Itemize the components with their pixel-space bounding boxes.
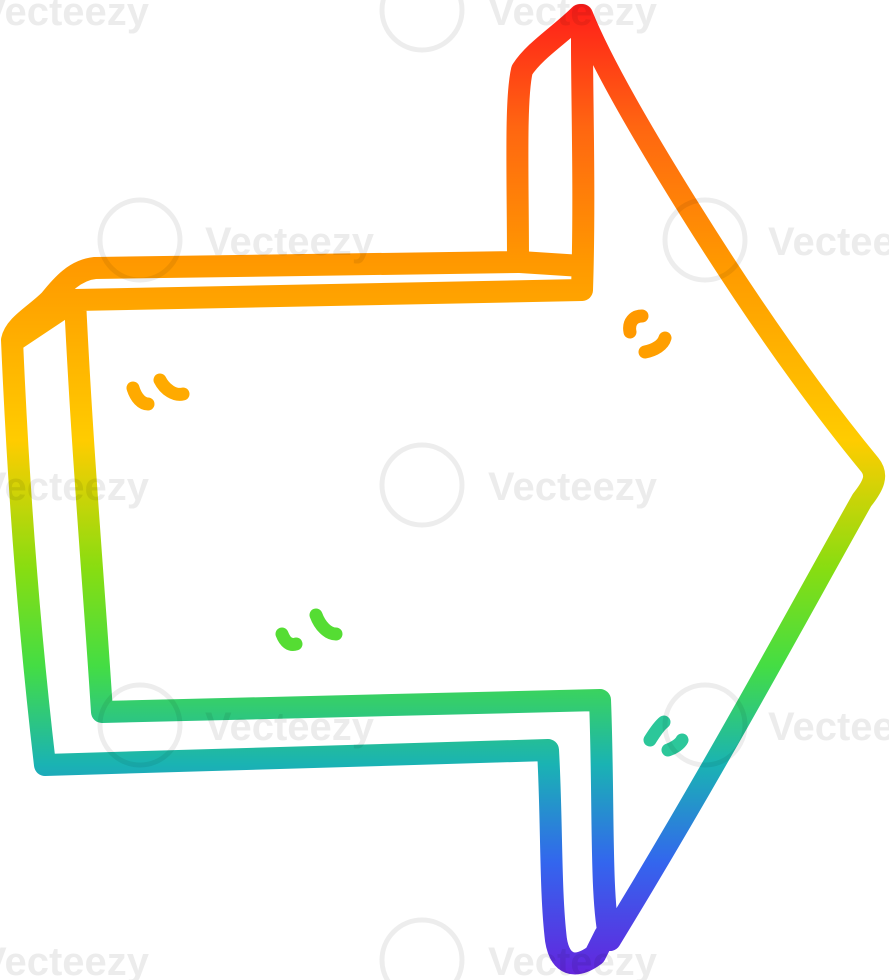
vecteezy-v-logo-icon bbox=[379, 442, 465, 528]
highlight-tick bbox=[153, 373, 190, 401]
watermark-text: Vecteezy bbox=[205, 220, 375, 264]
highlight-tick bbox=[126, 381, 155, 411]
vecteezy-v-logo-icon bbox=[662, 682, 748, 768]
arrow-front-outline bbox=[64, 4, 886, 951]
highlight-tick bbox=[309, 608, 343, 641]
watermark-tile: Vecteezy bbox=[0, 0, 150, 34]
watermark-text: Vecteezy bbox=[0, 940, 150, 980]
highlight-tick bbox=[623, 309, 649, 339]
watermark-tile: Vecteezy bbox=[662, 682, 889, 768]
vecteezy-v-logo-icon bbox=[97, 197, 183, 283]
watermark-text: Vecteezy bbox=[0, 0, 150, 34]
arrow-left-fold-line bbox=[4, 289, 86, 351]
watermark-text: Vecteezy bbox=[0, 465, 150, 509]
watermark-tile: Vecteezy bbox=[379, 0, 658, 53]
vecteezy-v-logo-icon bbox=[379, 0, 465, 53]
watermark-tile: Vecteezy bbox=[379, 442, 658, 528]
watermark-text: Vecteezy bbox=[205, 705, 375, 749]
watermark-tile: Vecteezy bbox=[379, 917, 658, 980]
highlight-marks bbox=[126, 309, 689, 757]
watermark-text: Vecteezy bbox=[488, 465, 658, 509]
highlight-tick bbox=[638, 331, 672, 359]
watermark-tile: Vecteezy bbox=[97, 197, 375, 283]
watermark-tile: Vecteezy bbox=[0, 465, 150, 509]
watermark-tile: Vecteezy bbox=[662, 197, 889, 283]
vecteezy-v-logo-icon bbox=[379, 917, 465, 980]
watermark-text: Vecteezy bbox=[488, 0, 658, 34]
vecteezy-v-logo-icon bbox=[662, 197, 748, 283]
highlight-tick bbox=[661, 733, 689, 757]
watermark-text: Vecteezy bbox=[488, 940, 658, 980]
watermark-tile: Vecteezy bbox=[0, 940, 150, 980]
arrow-top-fold-line bbox=[509, 251, 593, 277]
watermark-tile: Vecteezy bbox=[97, 682, 375, 768]
watermark-text: Vecteezy bbox=[768, 220, 889, 264]
watermark-text: Vecteezy bbox=[768, 705, 889, 749]
highlight-tick bbox=[643, 715, 671, 747]
highlight-tick bbox=[275, 627, 303, 651]
vecteezy-v-logo-icon bbox=[97, 682, 183, 768]
